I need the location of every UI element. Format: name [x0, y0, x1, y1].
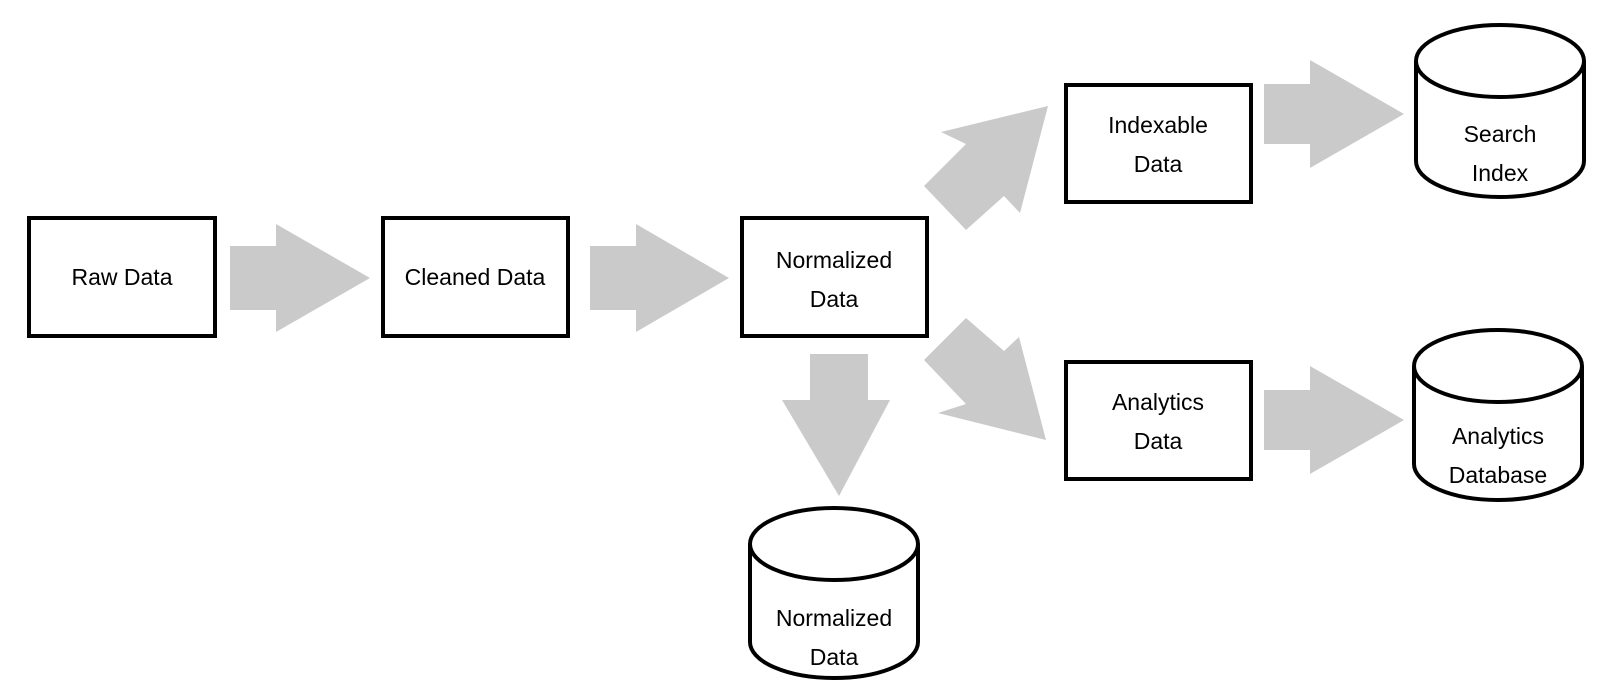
normalized-data-label-line1: Normalized [776, 247, 892, 273]
node-cleaned-data: Cleaned Data [381, 216, 570, 338]
normalized-data-store-label-line2: Data [810, 644, 859, 670]
node-analytics-data: Analytics Data [1064, 360, 1253, 481]
normalized-data-store-cylinder-body [748, 544, 920, 680]
arrow-normalized-to-store [782, 354, 890, 496]
search-index-cylinder-top [1414, 23, 1586, 99]
node-indexable-data: Indexable Data [1064, 83, 1253, 204]
indexable-data-box [1064, 83, 1253, 204]
arrow-normalized-to-analytics [924, 318, 1046, 440]
arrow-analytics-to-database [1264, 366, 1404, 474]
analytics-database-label-line1: Analytics [1452, 423, 1544, 449]
analytics-database-cylinder-top [1412, 328, 1584, 404]
analytics-database-cylinder-body [1412, 366, 1584, 502]
node-search-index: Search Index [1414, 23, 1586, 199]
indexable-data-label-line2: Data [1134, 151, 1183, 177]
raw-data-box [27, 216, 217, 338]
cleaned-data-label: Cleaned Data [405, 264, 546, 290]
arrow-indexable-to-search [1264, 60, 1404, 168]
node-analytics-database: Analytics Database [1412, 328, 1584, 502]
analytics-data-label-line2: Data [1134, 428, 1183, 454]
cleaned-data-box [381, 216, 570, 338]
normalized-data-store-label-line1: Normalized [776, 605, 892, 631]
search-index-cylinder-body [1414, 61, 1586, 199]
raw-data-label: Raw Data [72, 264, 173, 290]
analytics-data-box [1064, 360, 1253, 481]
arrow-cleaned-to-normalized [590, 224, 729, 332]
analytics-data-label-line1: Analytics [1112, 389, 1204, 415]
normalized-data-store-cylinder-top [748, 506, 920, 582]
search-index-label-line1: Search [1464, 121, 1537, 147]
analytics-database-label-line2: Database [1449, 462, 1547, 488]
node-normalized-data: Normalized Data [740, 216, 929, 338]
normalized-data-box [740, 216, 929, 338]
node-raw-data: Raw Data [27, 216, 217, 338]
search-index-label-line2: Index [1472, 160, 1529, 186]
normalized-data-label-line2: Data [810, 286, 859, 312]
arrow-normalized-to-indexable [924, 106, 1048, 230]
node-normalized-data-store: Normalized Data [748, 506, 920, 680]
arrow-raw-to-cleaned [230, 224, 370, 332]
indexable-data-label-line1: Indexable [1108, 112, 1208, 138]
